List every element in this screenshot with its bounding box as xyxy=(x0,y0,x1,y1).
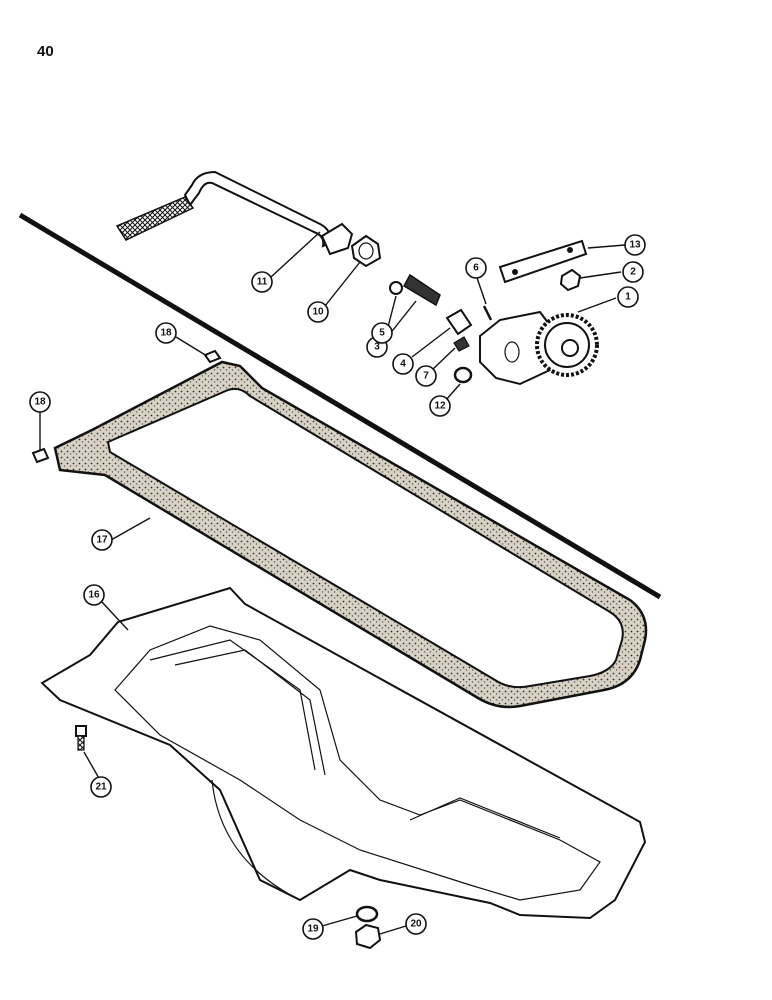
svg-text:18: 18 xyxy=(34,397,46,408)
cotter-pin xyxy=(482,305,493,321)
section-divider-line xyxy=(18,212,662,600)
relief-valve-spring xyxy=(402,273,441,307)
callout-18: 18 xyxy=(155,322,177,344)
drain-plug-washer xyxy=(355,905,379,923)
pipe-fitting xyxy=(350,234,382,268)
svg-text:12: 12 xyxy=(434,401,446,412)
callout-7: 7 xyxy=(415,365,437,387)
callout-18: 18 xyxy=(29,391,51,413)
svg-text:21: 21 xyxy=(95,782,107,793)
callout-20: 20 xyxy=(405,913,427,935)
callout-21: 21 xyxy=(90,776,112,798)
plug xyxy=(453,336,470,352)
callout-17: 17 xyxy=(91,529,113,551)
callout-2: 2 xyxy=(622,261,644,283)
callout-12: 12 xyxy=(429,395,451,417)
svg-text:4: 4 xyxy=(400,359,406,370)
oil-pan xyxy=(40,586,647,920)
leader-lines xyxy=(39,231,626,935)
oil-pan-gasket xyxy=(53,360,648,709)
gasket-clip xyxy=(203,349,222,364)
svg-text:6: 6 xyxy=(473,263,479,274)
pump-cover-plate xyxy=(498,239,588,284)
relief-valve-plunger xyxy=(445,308,473,336)
nut xyxy=(559,268,582,292)
svg-text:17: 17 xyxy=(96,535,108,546)
callout-11: 11 xyxy=(251,271,273,293)
page-number: 40 xyxy=(37,43,54,60)
callout-19: 19 xyxy=(302,918,324,940)
svg-text:1: 1 xyxy=(625,292,631,303)
callout-16: 16 xyxy=(83,584,105,606)
gasket-clip xyxy=(31,447,50,464)
oil-pump-assembly xyxy=(479,310,599,386)
callout-5: 5 xyxy=(371,322,393,344)
oil-pickup-tube xyxy=(115,170,354,256)
svg-text:13: 13 xyxy=(629,240,641,251)
callout-10: 10 xyxy=(307,301,329,323)
drain-plug xyxy=(354,923,382,950)
svg-text:2: 2 xyxy=(630,267,636,278)
callout-1: 1 xyxy=(617,286,639,308)
callout-6: 6 xyxy=(465,257,487,279)
svg-text:16: 16 xyxy=(88,590,100,601)
callout-13: 13 xyxy=(624,234,646,256)
callout-4: 4 xyxy=(392,353,414,375)
svg-text:18: 18 xyxy=(160,328,172,339)
svg-text:19: 19 xyxy=(307,924,319,935)
svg-text:3: 3 xyxy=(374,342,380,353)
o-ring xyxy=(453,366,473,384)
svg-text:10: 10 xyxy=(312,307,324,318)
svg-text:5: 5 xyxy=(379,328,385,339)
pan-bolt xyxy=(75,725,87,751)
svg-text:11: 11 xyxy=(257,277,268,288)
svg-text:7: 7 xyxy=(423,371,429,382)
svg-text:20: 20 xyxy=(410,919,422,930)
relief-valve-ball xyxy=(389,281,403,295)
